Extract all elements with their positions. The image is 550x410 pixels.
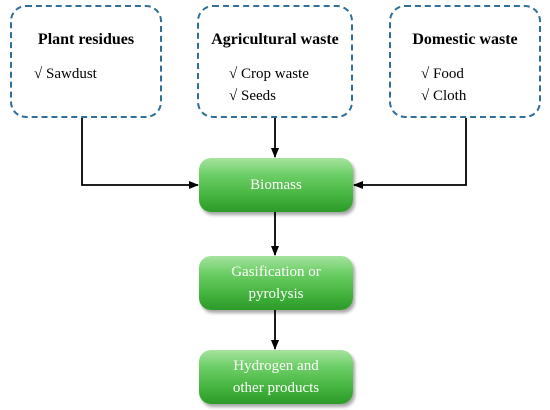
conversion-label-line1: Gasification or: [231, 264, 321, 280]
biomass-box: Biomass: [199, 158, 353, 212]
agricultural-waste-box: Agricultural waste √ Crop waste √ Seeds: [197, 5, 353, 118]
biomass-label: Biomass: [250, 177, 302, 193]
domestic-waste-box: Domestic waste √ Food √ Cloth: [389, 5, 541, 118]
conversion-box: Gasification or pyrolysis: [199, 256, 353, 310]
domestic-waste-item: √ Cloth: [421, 88, 467, 104]
products-label-line2: other products: [232, 380, 320, 396]
domestic-waste-item: √ Food: [421, 66, 464, 82]
products-box: Hydrogen and other products: [199, 350, 353, 404]
agricultural-waste-item: √ Crop waste: [229, 66, 309, 82]
conversion-label-line2: pyrolysis: [248, 286, 304, 302]
plant-residues-item: √ Sawdust: [34, 66, 97, 82]
domestic-to-biomass-arrow: [353, 118, 467, 189]
agricultural-waste-title: Agricultural waste: [211, 31, 339, 48]
plant-to-biomass-arrow: [81, 118, 199, 189]
domestic-waste-title: Domestic waste: [412, 31, 518, 48]
plant-residues-box: Plant residues √ Sawdust: [10, 5, 162, 118]
agricultural-waste-item: √ Seeds: [229, 88, 276, 104]
products-label-line1: Hydrogen and: [233, 358, 319, 374]
plant-residues-title: Plant residues: [37, 31, 135, 48]
